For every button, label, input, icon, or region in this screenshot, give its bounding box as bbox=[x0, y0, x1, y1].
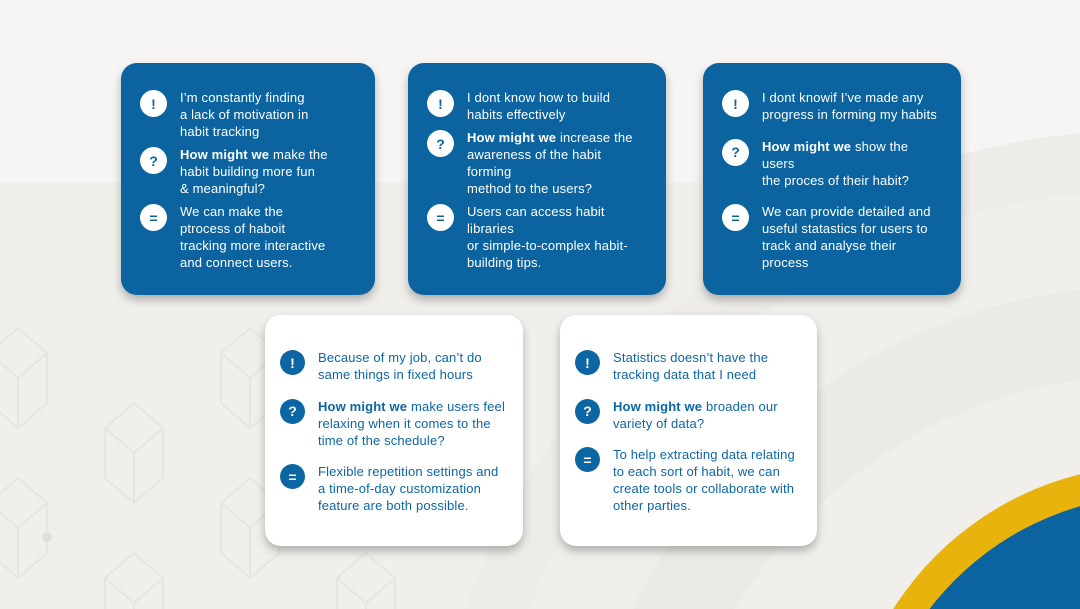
hmw-bold-label: How might we bbox=[467, 130, 557, 145]
equals-icon: = bbox=[722, 204, 749, 231]
problem-row: ! I dont know how to build habits effect… bbox=[427, 89, 648, 123]
solution-row: = We can provide detailed and useful sta… bbox=[722, 203, 943, 271]
hmw-question-text: How might we make users feel relaxing wh… bbox=[318, 398, 505, 448]
question-row: ? How might we show the users the proces… bbox=[722, 138, 943, 189]
hmw-question-text: How might we broaden our variety of data… bbox=[613, 398, 778, 431]
problem-row: ! Statistics doesn’t have the tracking d… bbox=[575, 349, 799, 383]
solution-row: = To help extracting data relating to ea… bbox=[575, 446, 799, 514]
question-icon: ? bbox=[140, 147, 167, 174]
hmw-card-data-variety[interactable]: ! Statistics doesn’t have the tracking d… bbox=[560, 315, 817, 546]
question-row: ? How might we increase the awareness of… bbox=[427, 129, 648, 197]
hmw-card-progress[interactable]: ! I dont knowif I’ve made any progress i… bbox=[703, 63, 961, 295]
question-row: ? How might we make the habit building m… bbox=[140, 146, 357, 197]
solution-row: = We can make the ptrocess of haboit tra… bbox=[140, 203, 357, 271]
problem-text: Because of my job, can’t do same things … bbox=[318, 350, 482, 382]
solution-row: = Users can access habit libraries or si… bbox=[427, 203, 648, 271]
problem-text: Statistics doesn’t have the tracking dat… bbox=[613, 350, 769, 382]
solution-row: = Flexible repetition settings and a tim… bbox=[280, 463, 505, 514]
hmw-card-schedule[interactable]: ! Because of my job, can’t do same thing… bbox=[265, 315, 523, 546]
problem-row: ! I dont knowif I’ve made any progress i… bbox=[722, 89, 943, 123]
equals-icon: = bbox=[427, 204, 454, 231]
pattern-dot bbox=[42, 532, 52, 542]
exclamation-icon: ! bbox=[140, 90, 167, 117]
problem-text: I dont knowif I’ve made any progress in … bbox=[762, 90, 937, 122]
hmw-bold-label: How might we bbox=[613, 398, 703, 414]
hmw-question-text: How might we increase the awareness of t… bbox=[467, 130, 633, 196]
hmw-bold-label: How might we bbox=[180, 147, 270, 162]
solution-text: We can make the ptrocess of haboit track… bbox=[180, 204, 326, 270]
hmw-question-text: How might we show the users the proces o… bbox=[762, 138, 909, 188]
equals-icon: = bbox=[575, 447, 600, 472]
exclamation-icon: ! bbox=[427, 90, 454, 117]
problem-text: I’m constantly finding a lack of motivat… bbox=[180, 90, 309, 139]
question-icon: ? bbox=[280, 398, 305, 424]
equals-icon: = bbox=[280, 464, 305, 489]
equals-icon: = bbox=[140, 204, 167, 231]
question-row: ? How might we broaden our variety of da… bbox=[575, 398, 799, 432]
problem-row: ! Because of my job, can’t do same thing… bbox=[280, 349, 505, 383]
question-icon: ? bbox=[722, 138, 749, 166]
hmw-question-text: How might we make the habit building mor… bbox=[180, 147, 328, 196]
solution-text: To help extracting data relating to each… bbox=[613, 447, 795, 513]
question-icon: ? bbox=[575, 398, 600, 424]
question-icon: ? bbox=[427, 130, 454, 157]
solution-text: We can provide detailed and useful stata… bbox=[762, 204, 931, 270]
exclamation-icon: ! bbox=[575, 350, 600, 375]
hmw-card-motivation[interactable]: ! I’m constantly finding a lack of motiv… bbox=[121, 63, 375, 295]
hmw-bold-label: How might we bbox=[762, 138, 852, 154]
solution-text: Flexible repetition settings and a time-… bbox=[318, 464, 499, 513]
question-row: ? How might we make users feel relaxing … bbox=[280, 398, 505, 449]
hmw-card-awareness[interactable]: ! I dont know how to build habits effect… bbox=[408, 63, 666, 295]
solution-text: Users can access habit libraries or simp… bbox=[467, 204, 628, 270]
hmw-bold-label: How might we bbox=[318, 398, 408, 414]
exclamation-icon: ! bbox=[722, 90, 749, 117]
problem-text: I dont know how to build habits effectiv… bbox=[467, 90, 611, 122]
exclamation-icon: ! bbox=[280, 350, 305, 375]
problem-row: ! I’m constantly finding a lack of motiv… bbox=[140, 89, 357, 140]
